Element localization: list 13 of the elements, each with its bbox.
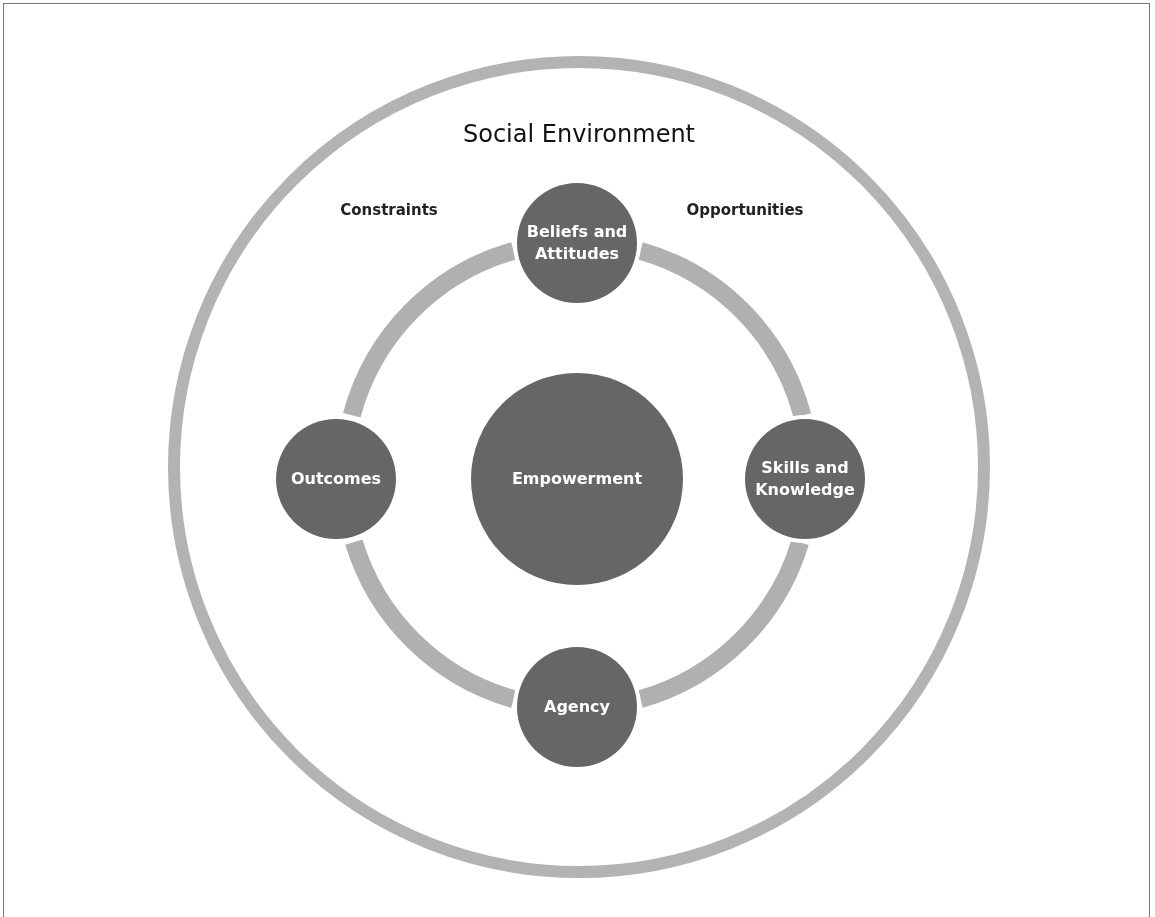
connector-arc	[343, 242, 517, 419]
side-label: Constraints	[340, 201, 438, 219]
node-label: Agency	[543, 695, 611, 718]
node-label: Outcomes	[289, 467, 383, 490]
diagram-heading: Social Environment	[462, 120, 696, 148]
connector-arc	[345, 538, 517, 708]
connector-arc	[637, 539, 809, 708]
node-label: Empowerment	[510, 467, 644, 490]
node-label: Beliefs and Attitudes	[525, 220, 629, 265]
node-label: Skills and Knowledge	[754, 456, 856, 501]
connector-arc	[637, 242, 811, 419]
environment-ring	[168, 56, 990, 878]
side-label: Opportunities	[686, 201, 804, 219]
